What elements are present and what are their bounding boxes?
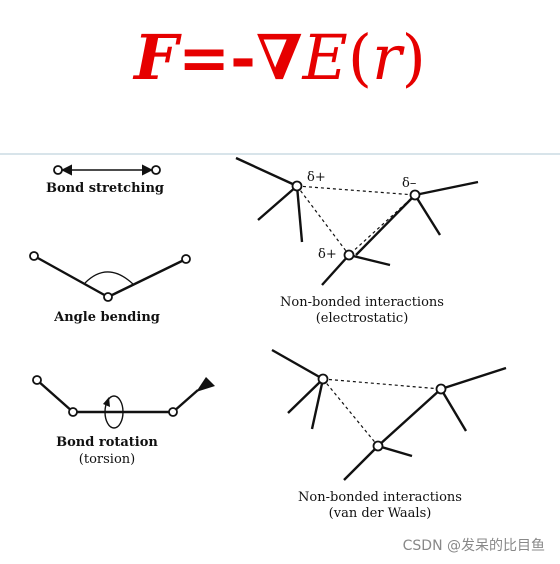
es-interaction-line (296, 185, 416, 196)
es-bond (257, 185, 298, 221)
angle-bending-panel: Angle bending (29, 251, 191, 325)
formula-left-paren: ( (347, 21, 373, 94)
es-bond (348, 253, 391, 267)
stretch-atom-left (53, 165, 63, 175)
formula-force-symbol: F (134, 21, 179, 94)
bond-rotation-panel: Bond rotation (torsion) (32, 375, 215, 467)
bond-rotation-label: Bond rotation (56, 435, 158, 450)
torsion-sublabel: (torsion) (79, 452, 135, 467)
formula-energy-symbol: E (302, 21, 348, 94)
vdw-bond (440, 366, 507, 391)
vdw-bond (377, 388, 442, 447)
vdw-bond (287, 378, 324, 414)
es-atom-b (409, 189, 421, 201)
bond-stretching-panel: Bond stretching (46, 164, 164, 196)
vdw-atom-f (372, 440, 384, 452)
formula-position-symbol: r (372, 21, 402, 94)
csdn-watermark: CSDN @发呆的比目鱼 (403, 537, 545, 554)
es-bond (414, 180, 479, 197)
vdw-sublabel: (van der Waals) (329, 506, 432, 521)
es-bond (413, 194, 442, 236)
force-formula: F=-∇E(r) (0, 18, 560, 98)
torsion-atom-1 (32, 375, 42, 385)
vdw-label: Non-bonded interactions (298, 490, 462, 505)
vdw-bond (343, 445, 379, 481)
vdw-bond (310, 378, 325, 430)
torsion-wedge (196, 377, 215, 392)
es-bond (321, 254, 350, 286)
vdw-interaction-line (322, 378, 442, 390)
force-field-terms-figure: Bond stretching Angle bending (0, 150, 560, 564)
torsion-bond-left (37, 380, 74, 413)
es-interaction-line (348, 194, 416, 256)
es-bond (235, 156, 298, 188)
vdw-atom-d (317, 373, 329, 385)
vdw-bond (439, 388, 468, 432)
angle-atom-left (29, 251, 39, 261)
bond-stretching-label: Bond stretching (46, 181, 164, 196)
formula-nabla-symbol: ∇ (255, 21, 303, 94)
torsion-bond-right (172, 389, 199, 413)
force-field-diagram: Bond stretching Angle bending (0, 153, 560, 554)
electrostatic-sublabel: (electrostatic) (316, 311, 409, 326)
charge-label-a: δ+ (307, 170, 326, 185)
es-interaction-line (296, 185, 350, 256)
vdw-bond (377, 444, 413, 458)
vdw-bond (271, 348, 324, 381)
angle-bond-right (107, 258, 185, 299)
formula-equals-minus: =- (178, 21, 256, 94)
torsion-rotation-arrowhead (103, 397, 110, 407)
stretch-atom-right (151, 165, 161, 175)
angle-arc (84, 271, 135, 286)
formula-right-paren: ) (401, 21, 426, 94)
electrostatic-panel: δ+ δ– δ+ Non-bonded interactions (electr… (235, 156, 479, 326)
vdw-interaction-line (322, 378, 379, 447)
angle-atom-right (181, 254, 191, 264)
torsion-rotation-arrow (104, 395, 124, 429)
electrostatic-label: Non-bonded interactions (280, 295, 444, 310)
es-bond (295, 185, 304, 243)
torsion-atom-2 (68, 407, 78, 417)
angle-bond-left (35, 255, 109, 299)
angle-atom-center (103, 292, 113, 302)
es-bond (355, 194, 416, 256)
es-atom-c (343, 249, 355, 261)
charge-label-b: δ– (402, 176, 416, 191)
vdw-atom-e (435, 383, 447, 395)
vdw-panel: Non-bonded interactions (van der Waals) (271, 348, 507, 521)
torsion-atom-3 (168, 407, 178, 417)
es-atom-a (291, 180, 303, 192)
angle-bending-label: Angle bending (53, 310, 160, 325)
charge-label-c: δ+ (318, 247, 337, 262)
